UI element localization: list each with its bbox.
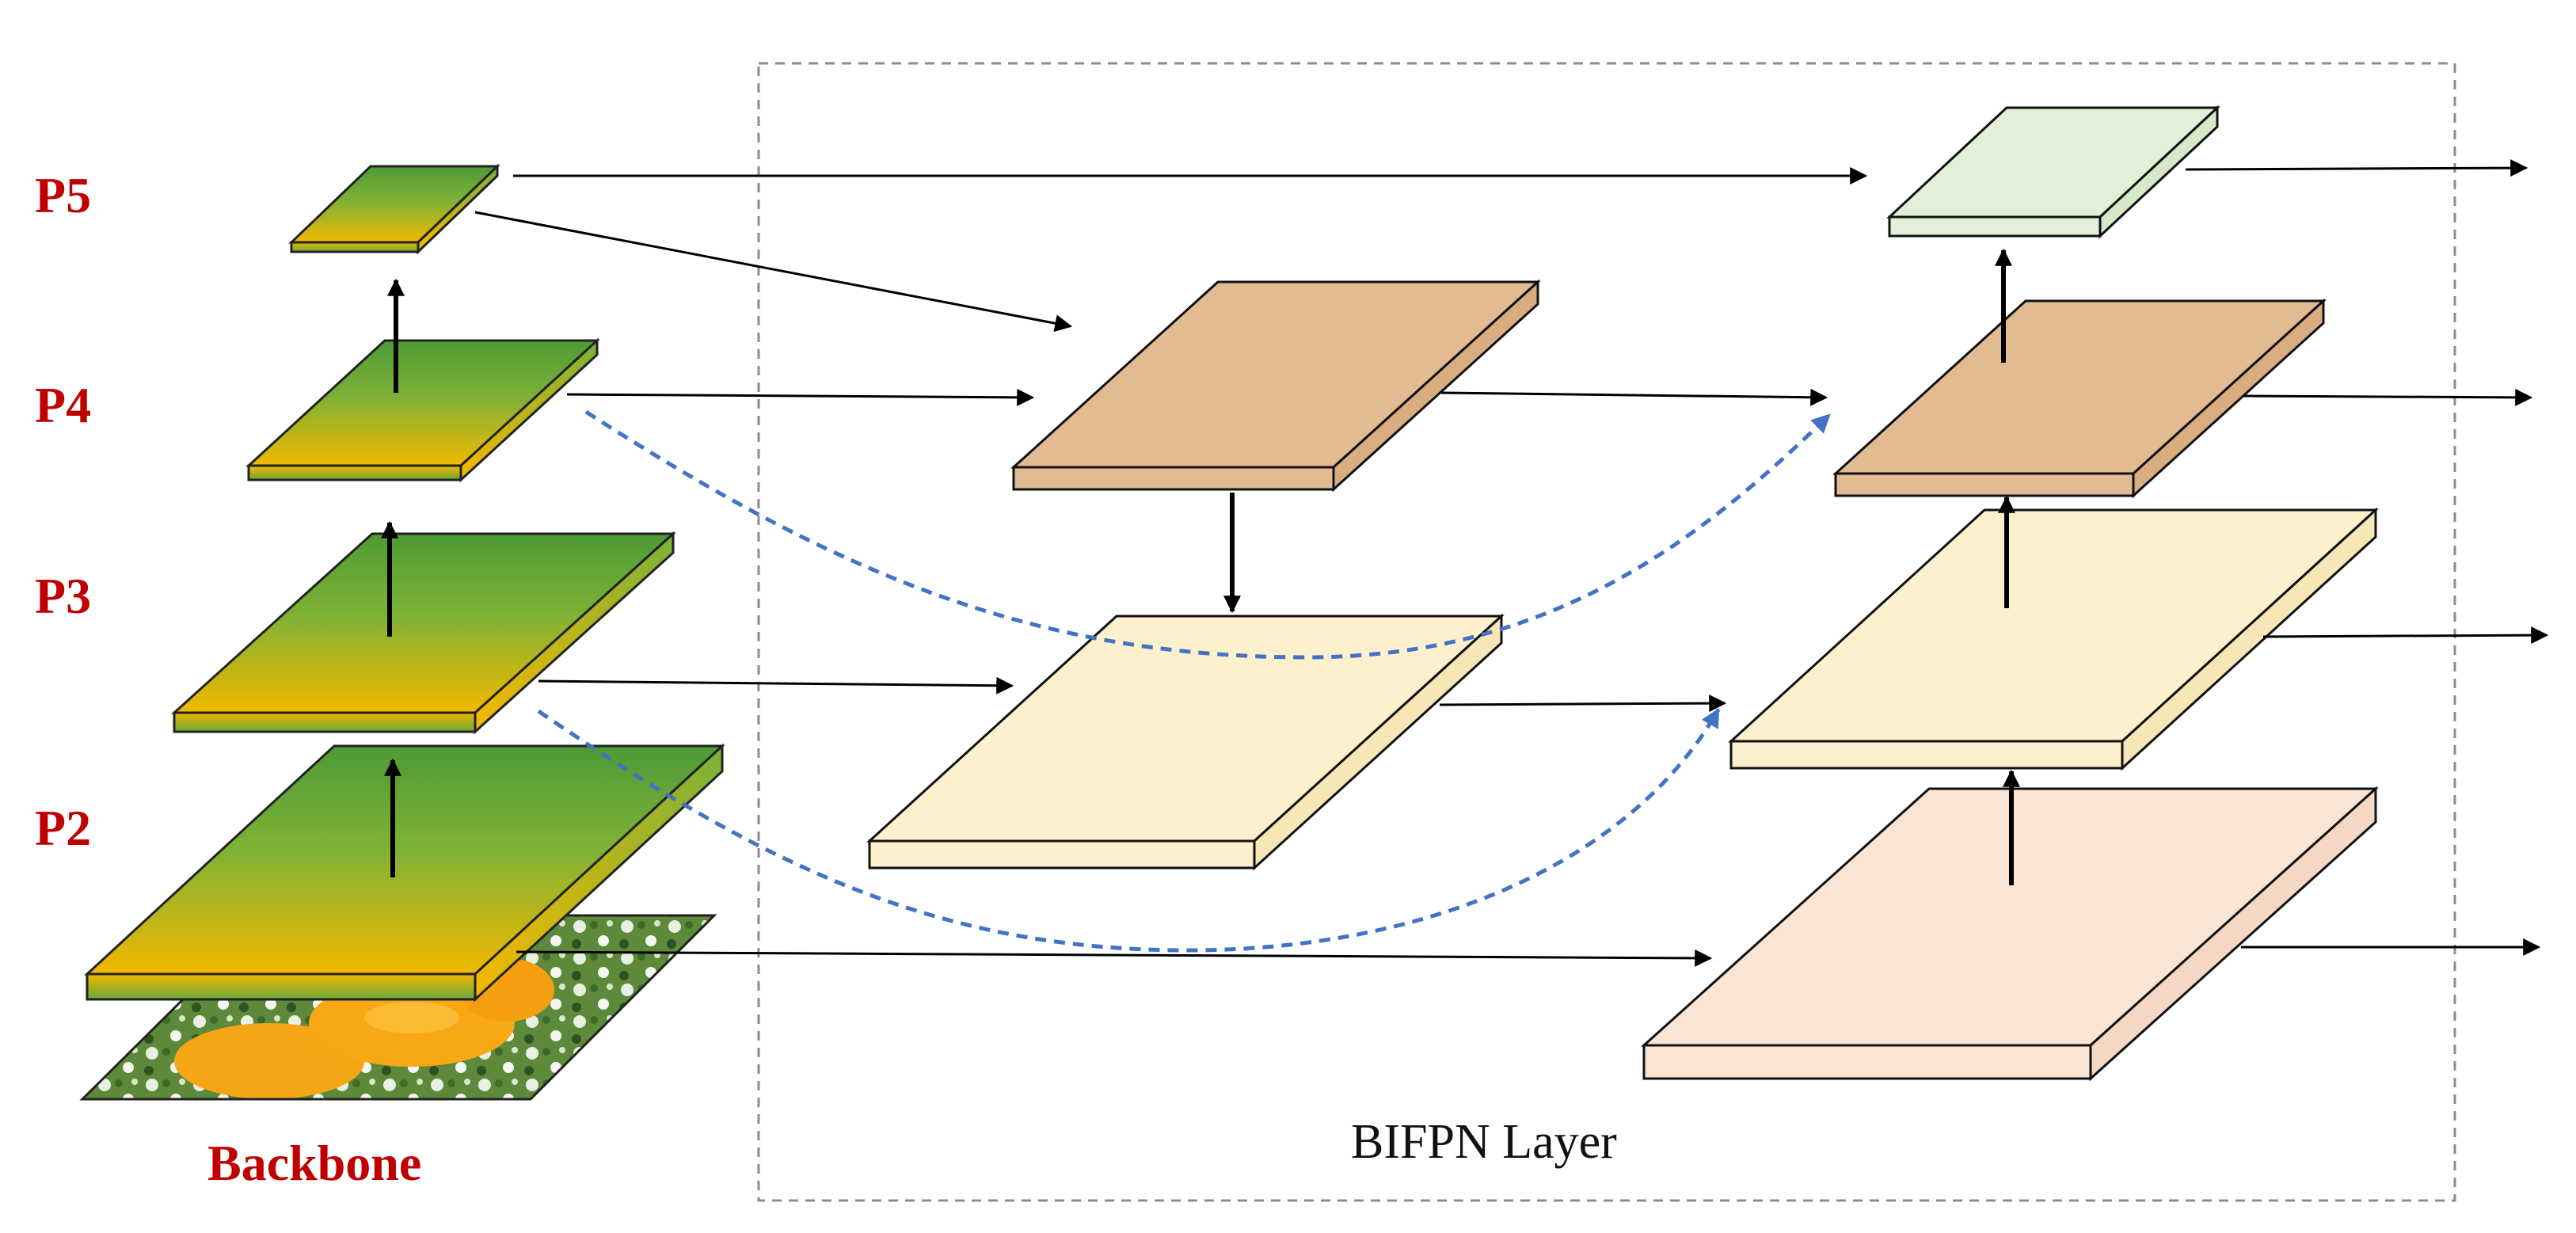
output-node-p5 — [1886, 105, 2220, 239]
backbone-plate-p2 — [84, 743, 725, 1003]
intermediate-node-p3 — [866, 613, 1505, 871]
backbone-up-arrows — [381, 278, 405, 877]
level-label-p5: P5 — [35, 167, 91, 223]
output-node-p3 — [1728, 507, 2379, 771]
skip-connections — [537, 409, 1831, 953]
level-label-p2: P2 — [35, 800, 91, 856]
level-label-p4: P4 — [35, 377, 91, 433]
bifpn-layer-box — [757, 62, 2456, 1202]
output-node-p2 — [1641, 786, 2379, 1082]
intermediate-node-p4 — [1010, 279, 1541, 493]
backbone-plate-p4 — [245, 337, 600, 483]
output-node-p4 — [1832, 298, 2327, 499]
backbone-label: Backbone — [207, 1135, 421, 1191]
level-label-p3: P3 — [35, 568, 91, 624]
lateral-connections — [474, 159, 2549, 967]
vertical-connections — [1223, 248, 2020, 885]
bifpn-layer-caption: BIFPN Layer — [1351, 1115, 1617, 1169]
backbone-plate-p3 — [171, 531, 676, 735]
backbone-plate-p5 — [288, 163, 500, 255]
